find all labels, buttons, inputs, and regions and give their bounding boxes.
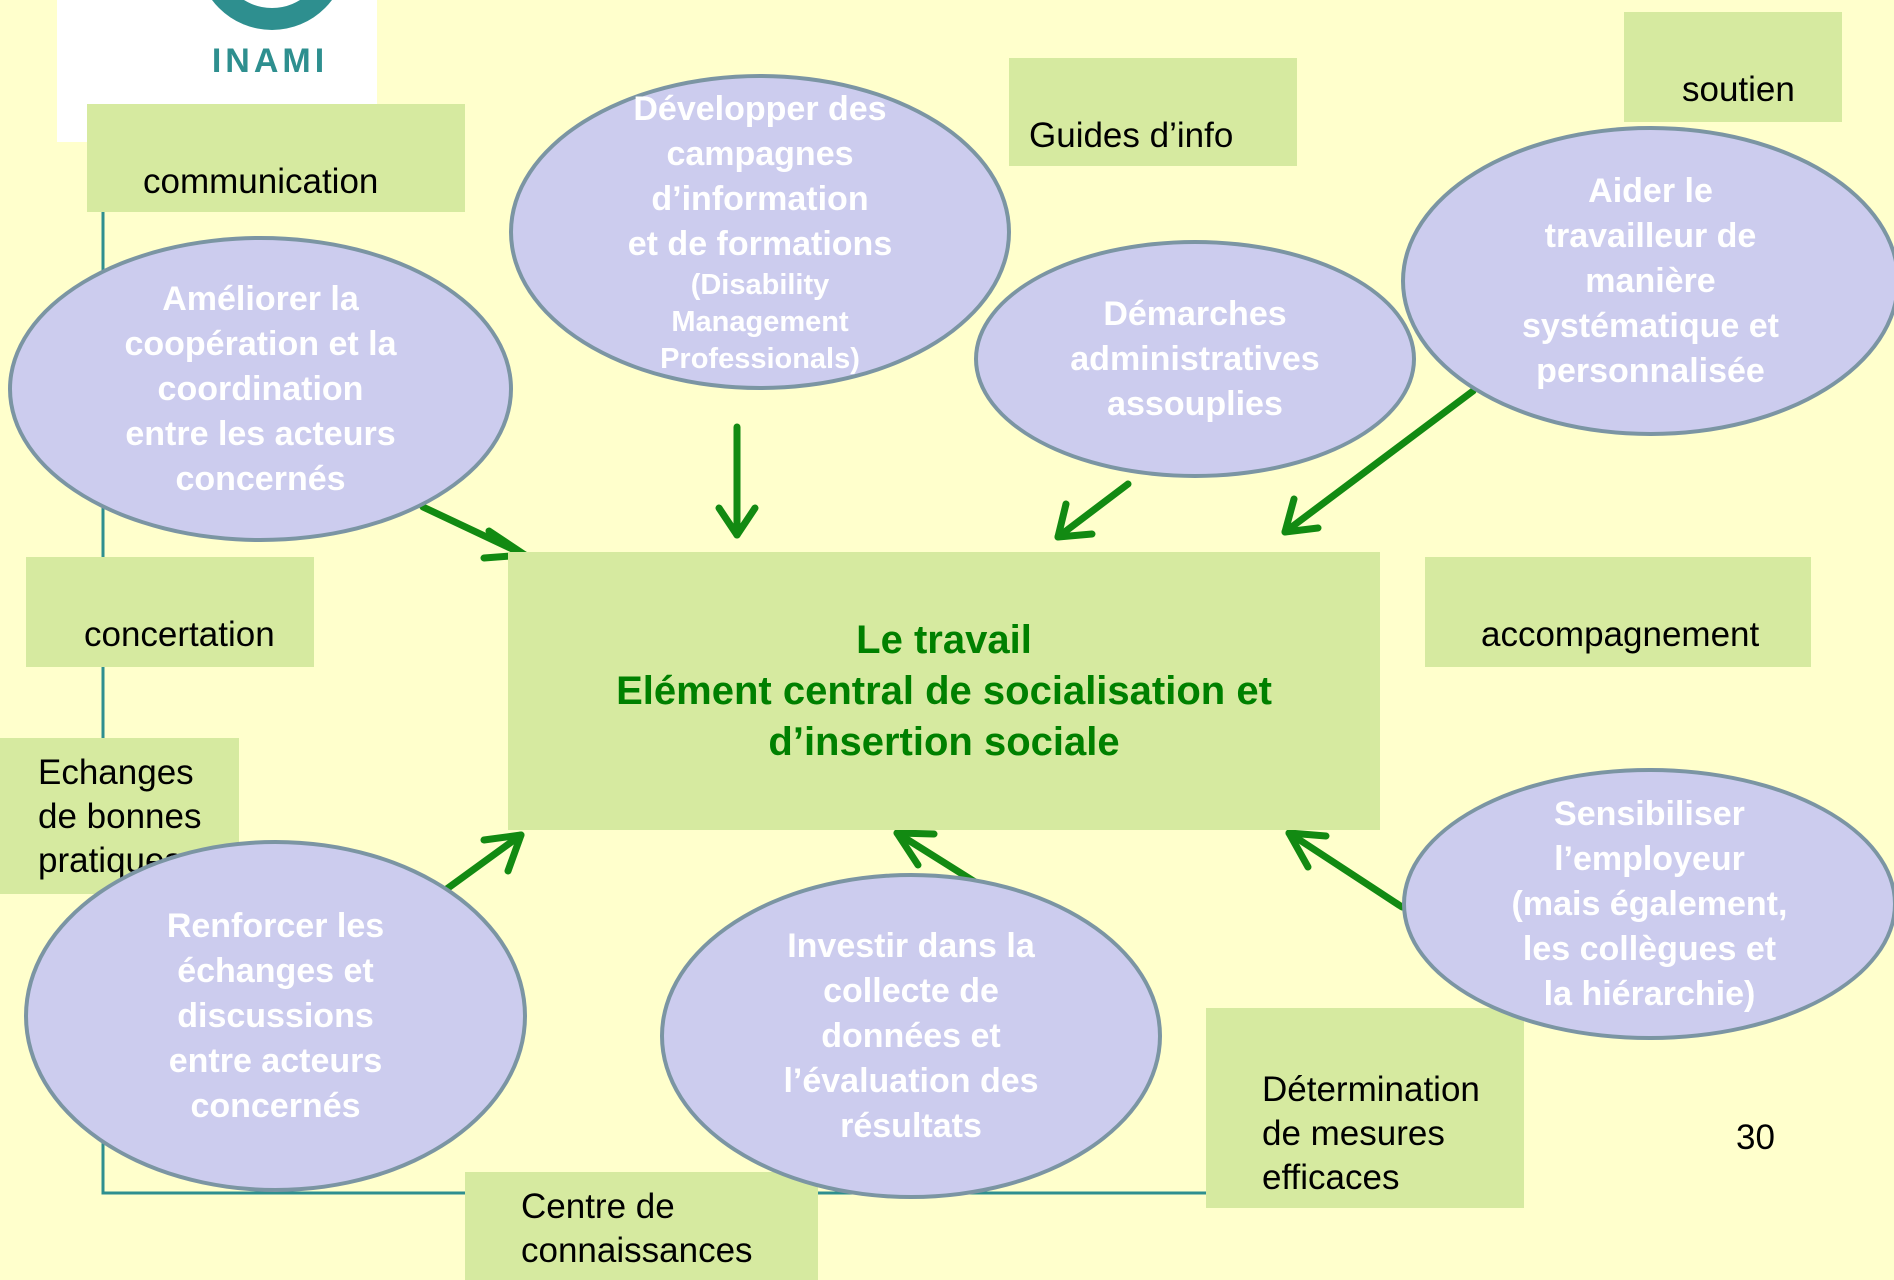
ellipse-line: l’évaluation des (783, 1061, 1039, 1100)
logo-text: INAMI (211, 42, 329, 80)
arrow-sensibiliser (1285, 829, 1406, 911)
ellipse-line: coordination (157, 369, 364, 408)
ellipse-aider-travailleur: Aider le travailleur de manière systémat… (1401, 126, 1894, 436)
label-determination-mesures: Détermination de mesures efficaces (1206, 1008, 1524, 1208)
ellipse-line: personnalisée (1536, 351, 1765, 390)
center-title: Le travail (856, 617, 1032, 662)
label-communication: communication (87, 104, 465, 212)
label-line: Centre de (521, 1187, 675, 1226)
arrow-demarches (1054, 480, 1132, 541)
ellipse-line: manière (1585, 261, 1716, 300)
label-line: efficaces (1262, 1158, 1400, 1197)
arrow-investir (893, 829, 979, 886)
ellipse-line: concernés (175, 459, 346, 498)
ellipse-sensibiliser-employeur: Sensibiliser l’employeur (mais également… (1402, 768, 1894, 1040)
ellipse-line: l’employeur (1554, 839, 1745, 878)
ellipse-line: Améliorer la (162, 279, 359, 318)
arrow-ameliorer (419, 503, 529, 562)
label-centre-connaissances: Centre de connaissances (465, 1172, 818, 1280)
ellipse-line: données et (821, 1016, 1001, 1055)
ellipse-investir-collecte: Investir dans la collecte de données et … (660, 873, 1162, 1199)
ellipse-line: Investir dans la (787, 926, 1035, 965)
ellipse-line: entre les acteurs (125, 414, 396, 453)
ellipse-line: Aider le (1588, 171, 1713, 210)
ellipse-line: discussions (177, 996, 374, 1035)
page-number: 30 (1736, 1118, 1775, 1157)
ellipse-line: assouplies (1107, 384, 1283, 423)
ellipse-line: la hiérarchie) (1543, 974, 1756, 1013)
ellipse-line: administratives (1070, 339, 1320, 378)
ellipse-line: résultats (840, 1106, 982, 1145)
label-line: de mesures (1262, 1114, 1445, 1153)
label-line: de bonnes (38, 797, 202, 836)
ellipse-line: échanges et (177, 951, 374, 990)
arrow-developper (715, 423, 759, 539)
label-concertation: concertation (26, 557, 314, 667)
center-line: d’insertion sociale (768, 719, 1120, 764)
ellipse-line: Sensibiliser (1554, 794, 1745, 833)
ellipse-line: (mais également, (1511, 884, 1788, 923)
ellipse-developper-campagnes: Développer des campagnes d’information e… (509, 74, 1011, 390)
ellipse-line: (Disability (690, 268, 830, 301)
ellipse-line: travailleur de (1544, 216, 1757, 255)
ellipse-line: concernés (190, 1086, 361, 1125)
ellipse-demarches-administratives: Démarches administratives assouplies (974, 240, 1416, 478)
label-line: Détermination (1262, 1070, 1480, 1109)
central-box: Le travail Elément central de socialisat… (508, 552, 1380, 830)
ellipse-line: entre acteurs (168, 1041, 383, 1080)
ellipse-line: Management (671, 305, 849, 338)
ellipse-line: Développer des (633, 89, 887, 128)
ellipse-line: campagnes (666, 134, 854, 173)
arrow-aider (1281, 387, 1477, 536)
label-soutien: soutien (1624, 12, 1842, 122)
label-line: Echanges (38, 753, 194, 792)
label-guides-info: Guides d’info (1009, 58, 1297, 166)
center-line: Elément central de socialisation et (616, 668, 1272, 713)
ellipse-line: systématique et (1522, 306, 1779, 345)
ellipse-line: Démarches (1103, 294, 1287, 333)
ellipse-line: Professionals) (660, 342, 860, 375)
ellipse-renforcer-echanges: Renforcer les échanges et discussions en… (24, 840, 527, 1192)
ellipse-line: d’information (651, 179, 869, 218)
ellipse-line: collecte de (823, 971, 999, 1010)
label-line: connaissances (521, 1231, 753, 1270)
ellipse-line: Renforcer les (166, 906, 385, 945)
ellipse-line: coopération et la (124, 324, 397, 363)
ellipse-ameliorer-cooperation: Améliorer la coopération et la coordinat… (8, 236, 513, 542)
ellipse-line: et de formations (627, 224, 893, 263)
label-accompagnement: accompagnement (1425, 557, 1811, 667)
ellipse-line: les collègues et (1522, 929, 1777, 968)
